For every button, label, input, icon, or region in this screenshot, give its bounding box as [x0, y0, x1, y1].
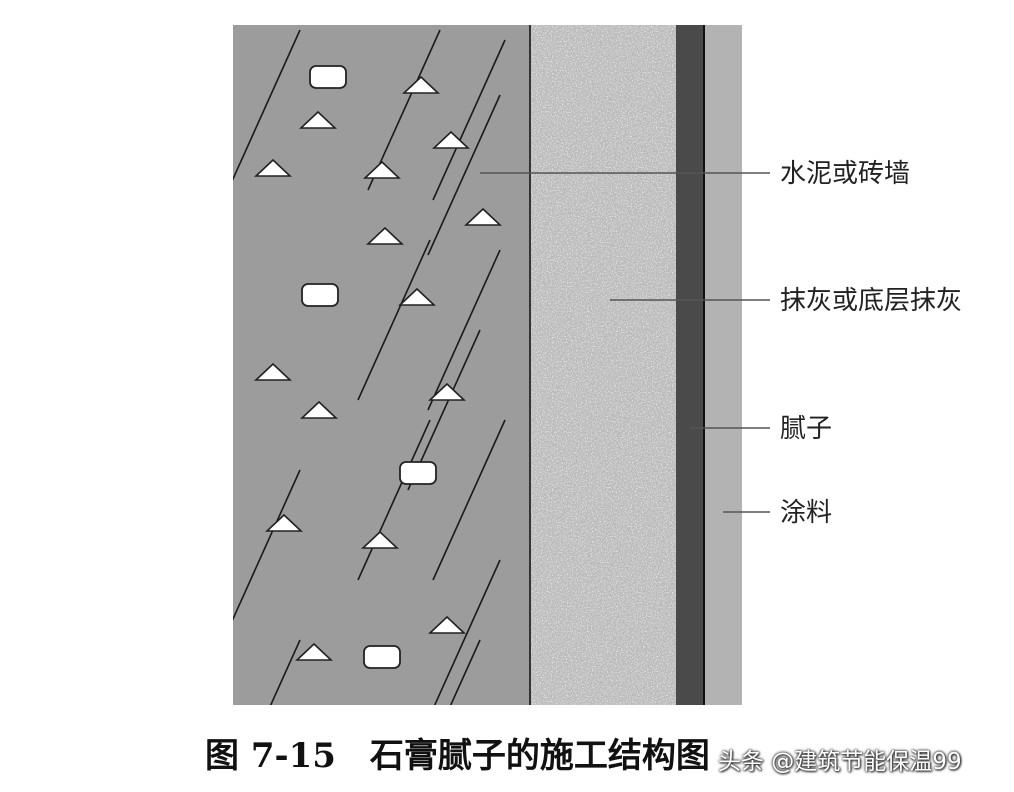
label-plaster: 抹灰或底层抹灰	[780, 286, 963, 316]
aggregate-pebble	[399, 461, 437, 485]
hatch-line	[269, 639, 301, 705]
wall-hatch-lines	[233, 29, 506, 705]
hatch-line	[233, 469, 301, 621]
putty-layer	[676, 25, 704, 705]
aggregate-triangle	[401, 75, 441, 94]
wall-aggregates	[253, 65, 503, 669]
aggregate-triangle	[294, 642, 334, 661]
aggregate-pebble	[309, 65, 347, 89]
label-coating: 涂料	[780, 498, 833, 528]
hatch-line	[427, 249, 501, 411]
figure-title: 石膏腻子的施工结构图	[369, 736, 710, 776]
aggregate-triangle	[360, 530, 400, 549]
aggregate-triangle	[299, 400, 339, 419]
aggregate-pebble	[301, 283, 339, 307]
coating-layer	[705, 25, 742, 705]
hatch-line	[357, 419, 431, 581]
aggregate-triangle	[431, 130, 471, 149]
aggregate-triangle	[253, 362, 293, 381]
aggregate-triangle	[264, 513, 304, 532]
aggregate-triangle	[365, 226, 405, 245]
plaster-texture-light	[531, 25, 676, 705]
hatch-line	[427, 94, 501, 256]
figure-caption: 图 7-15 石膏腻子的施工结构图	[205, 728, 710, 777]
hatch-line	[357, 239, 431, 401]
aggregate-triangle	[397, 287, 437, 306]
hatch-line	[432, 419, 506, 581]
label-wall: 水泥或砖墙	[780, 159, 911, 189]
hatch-line	[233, 29, 301, 181]
aggregate-triangle	[253, 158, 293, 177]
aggregate-triangle	[463, 207, 503, 226]
hatch-line	[432, 39, 506, 201]
figure-number: 图 7-15	[205, 736, 336, 776]
aggregate-triangle	[362, 160, 402, 179]
aggregate-triangle	[427, 382, 467, 401]
watermark-text: 头条 @建筑节能保温99	[718, 749, 962, 775]
label-putty: 腻子	[780, 414, 833, 444]
hatch-line	[433, 559, 501, 705]
aggregate-triangle	[298, 110, 338, 129]
aggregate-pebble	[363, 645, 401, 669]
hatch-line	[449, 639, 481, 705]
aggregate-triangle	[427, 615, 467, 634]
